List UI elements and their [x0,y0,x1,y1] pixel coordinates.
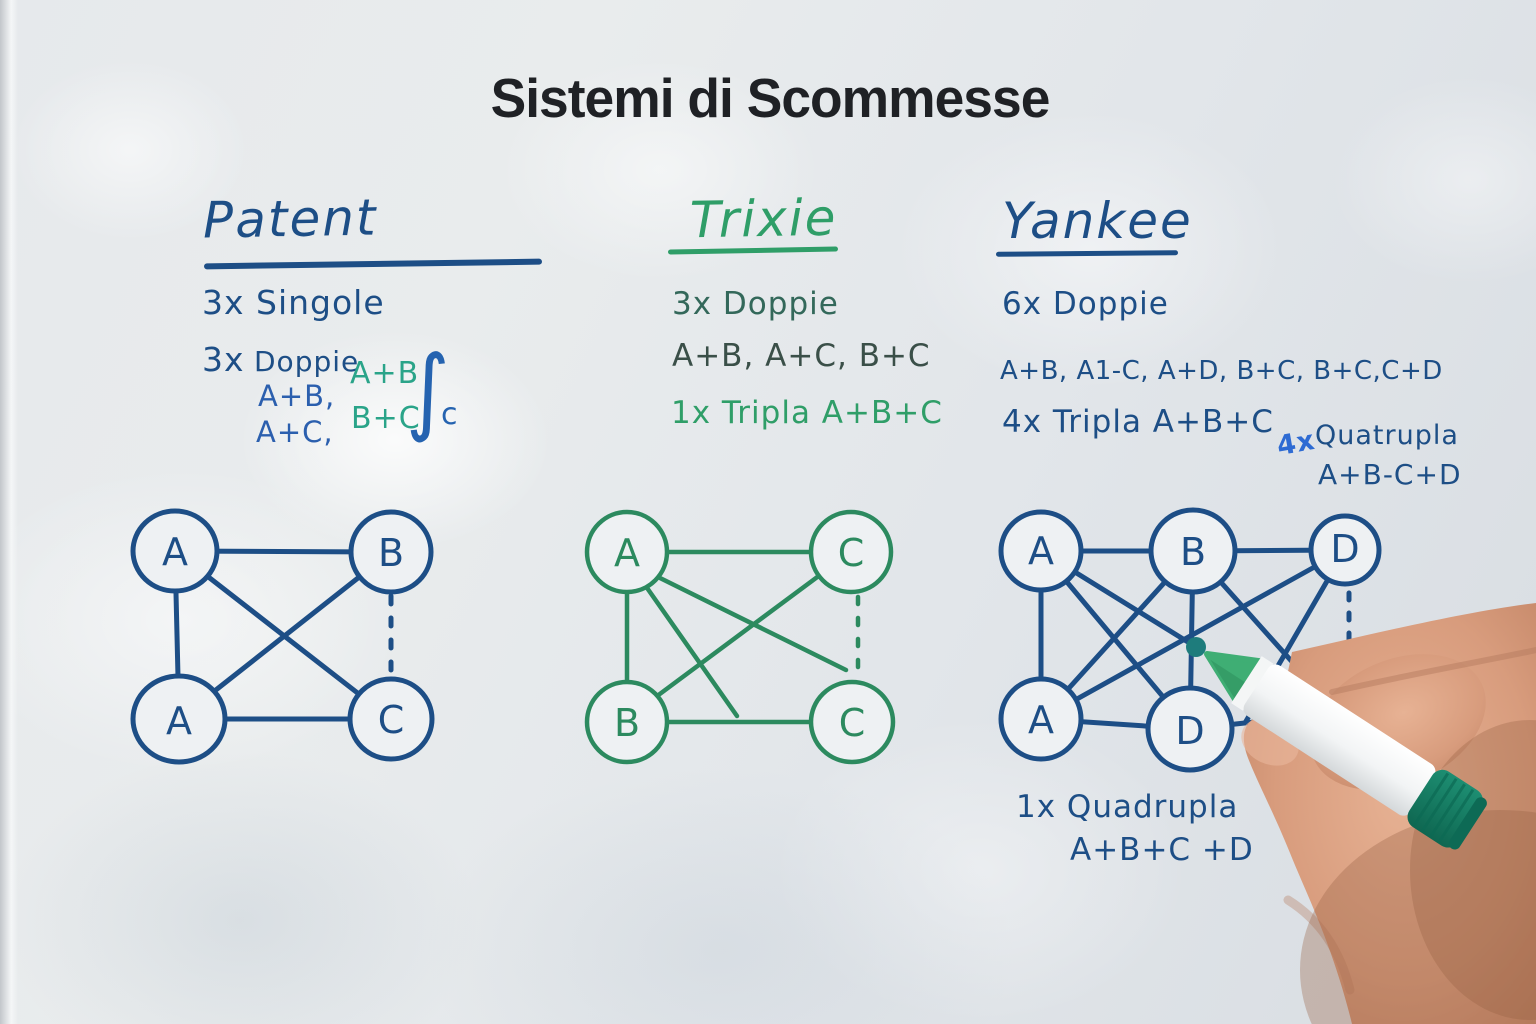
yankee-header: Yankee [1002,192,1193,250]
marker-cap-end [1448,797,1487,850]
brace-icon: ∫ [406,335,451,445]
node-circle [808,679,896,765]
yankee-doubles-list: A+B, A1-C, A+D, B+C, B+C,C+D [1000,356,1443,386]
marker-pen [1204,651,1487,850]
node-label: A [166,699,192,743]
patent-doubles-count: 3x [202,340,245,379]
finger-crease [1329,647,1536,695]
patent-singles: 3x Singole [202,283,385,322]
node-circle [584,509,670,595]
trixie-doubles-label: 3x Doppie [672,286,839,322]
node-circle [1148,507,1238,595]
page-title: Sistemi di Scommesse [490,67,1051,129]
node-label: C [378,698,405,742]
patent-doubles-word: Doppie [254,345,360,378]
node-label: C [838,531,865,575]
node-circle [130,508,220,594]
node-circle [1308,513,1382,587]
marker-tip-shade [1210,659,1249,702]
patent-double-teal-2: B+C [351,401,421,436]
intersection-dot [1186,637,1206,657]
node-label: A [614,531,640,575]
node-circle [808,509,894,595]
node-label: A [1028,698,1054,742]
trixie-diagram: A C B C [584,509,896,765]
node-circle [584,679,670,765]
edge-line [642,549,854,708]
trixie-doubles-list: A+B, A+C, B+C [672,338,931,374]
whiteboard-edge [0,0,18,1024]
marker-body [1243,664,1436,816]
node-label: A [162,530,188,574]
yankee-doubles-label: 6x Doppie [1002,286,1169,322]
patent-double-1: A+B, [258,379,336,413]
yankee-triples-label: 4x Tripla A+B+C [1002,404,1274,440]
patent-double-2: A+C, [256,415,334,449]
node-label: A [1028,529,1054,573]
node-label: B [614,701,640,745]
patent-bracket-note: c [441,397,459,432]
forearm-shading [1300,810,1536,1024]
patent-diagram: A B A C [130,508,435,765]
edge-line [657,575,849,673]
node-label: B [1180,530,1206,574]
node-circle [347,676,435,762]
node-circle [348,509,434,595]
yankee-bottom-combo: A+B+C +D [1070,832,1254,868]
node-label: D [1330,527,1359,571]
marker-cap-ridges [1412,772,1475,843]
node-label: B [378,531,404,575]
yankee-diagram: A B D A D [998,507,1382,773]
wrist-crease [1283,895,1355,995]
node-label: D [1175,709,1204,753]
marker-collar [1231,656,1274,711]
node-circle [998,676,1084,762]
yankee-quad-combo: A+B-C+D [1318,458,1462,491]
edge-line [1038,547,1348,722]
node-circle [998,509,1084,593]
yankee-quad-word: Quatrupla [1315,420,1459,451]
node-circle [130,673,228,765]
edge-line [642,582,740,719]
yankee-bottom-label: 1x Quadrupla [1016,789,1239,825]
patent-double-teal-1: A+B [350,356,420,391]
trixie-triple-label: 1x Tripla A+B+C [671,395,943,431]
node-label: C [839,701,866,745]
node-circle [1145,685,1235,773]
